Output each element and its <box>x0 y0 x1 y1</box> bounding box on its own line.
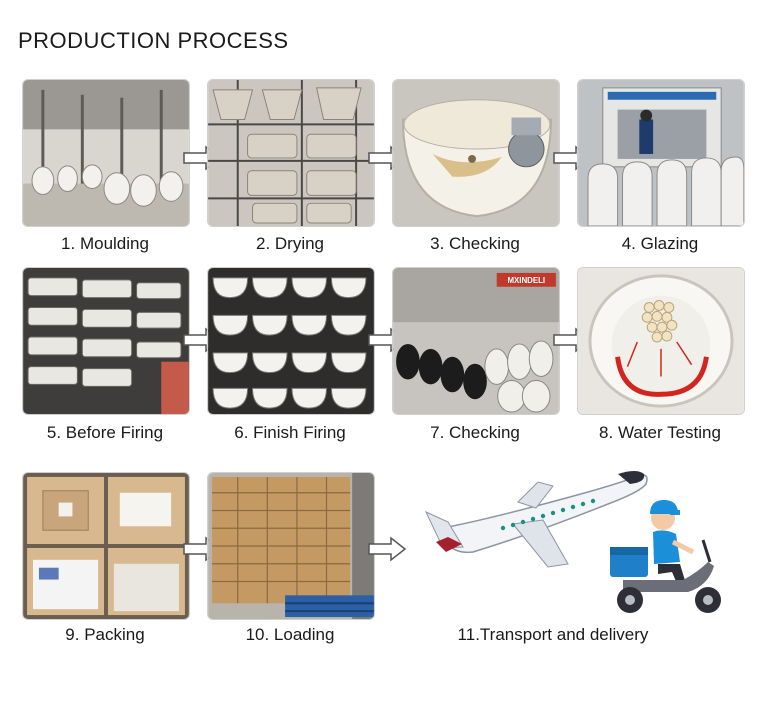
fired-basins-photo-icon <box>208 268 374 414</box>
step-11-label: 11.Transport and delivery <box>457 625 649 644</box>
arrow-icon <box>367 536 407 562</box>
step-9-photo <box>22 472 190 620</box>
drying-rack-photo-icon <box>208 80 374 226</box>
step-8-label: 8. Water Testing <box>599 423 721 442</box>
step-5-photo <box>22 267 190 415</box>
step-4-label: 4. Glazing <box>621 234 699 253</box>
inspection-hall-photo-icon: MXINDELI <box>393 268 559 414</box>
transport-delivery-illustration <box>418 462 748 627</box>
step-6-photo <box>207 267 375 415</box>
step-6-label: 6. Finish Firing <box>234 423 346 442</box>
container-loading-photo-icon <box>208 473 374 619</box>
glazing-booth-photo-icon <box>578 80 744 226</box>
step-3-photo <box>392 79 560 227</box>
airplane-icon <box>424 471 648 568</box>
step-8-photo <box>577 267 745 415</box>
step-1-photo <box>22 79 190 227</box>
step-4-photo <box>577 79 745 227</box>
page-title: PRODUCTION PROCESS <box>18 28 289 53</box>
step-1-label: 1. Moulding <box>61 234 149 253</box>
factory-photo-icon <box>23 80 189 226</box>
step-2-label: 2. Drying <box>255 234 325 253</box>
step-7-photo: MXINDELI <box>392 267 560 415</box>
stacked-basins-photo-icon <box>23 268 189 414</box>
step-2-photo <box>207 79 375 227</box>
step-10-label: 10. Loading <box>245 625 335 644</box>
factory-sign: MXINDELI <box>507 276 545 285</box>
courier-scooter-icon <box>610 500 721 613</box>
carton-packing-photo-icon <box>23 473 189 619</box>
basin-grinding-photo-icon <box>393 80 559 226</box>
toilet-flush-test-photo-icon <box>578 268 744 414</box>
step-9-label: 9. Packing <box>65 625 145 644</box>
step-5-label: 5. Before Firing <box>46 423 164 442</box>
step-10-photo <box>207 472 375 620</box>
step-3-label: 3. Checking <box>430 234 520 253</box>
step-7-label: 7. Checking <box>430 423 520 442</box>
